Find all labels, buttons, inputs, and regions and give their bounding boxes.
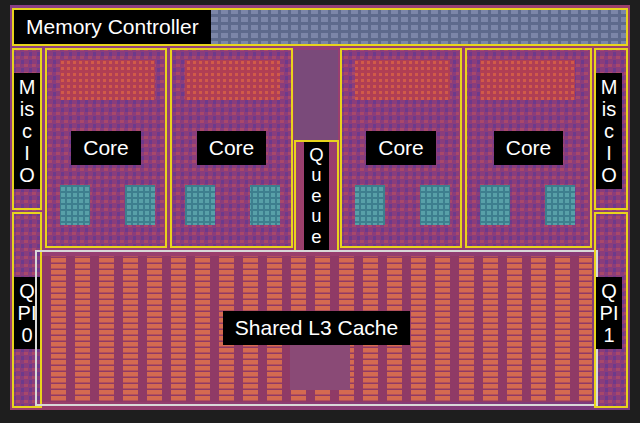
- controller-region: Memory Controller: [12, 8, 628, 46]
- region-label: Memory Controller: [14, 10, 211, 43]
- region-label: Core: [494, 131, 564, 164]
- region-label: Misc IO: [596, 73, 622, 189]
- region-label: Shared L3 Cache: [223, 311, 410, 344]
- region-label: Misc IO: [14, 73, 40, 189]
- queue-region: Queue: [294, 140, 339, 252]
- qpi-region: QPI 1: [594, 212, 628, 408]
- cache-region: Shared L3 Cache: [35, 250, 598, 406]
- core-region: Core: [45, 48, 167, 248]
- region-label: QPI 1: [596, 277, 622, 349]
- region-label: Core: [366, 131, 436, 164]
- io-region: Misc IO: [12, 48, 42, 210]
- core-region: Core: [340, 48, 462, 248]
- qpi-region: QPI 0: [12, 212, 42, 408]
- core-region: Core: [465, 48, 592, 248]
- region-label: Core: [197, 131, 267, 164]
- io-region: Misc IO: [594, 48, 628, 210]
- region-label: Queue: [304, 142, 329, 250]
- region-label: Core: [71, 131, 141, 164]
- core-region: Core: [170, 48, 293, 248]
